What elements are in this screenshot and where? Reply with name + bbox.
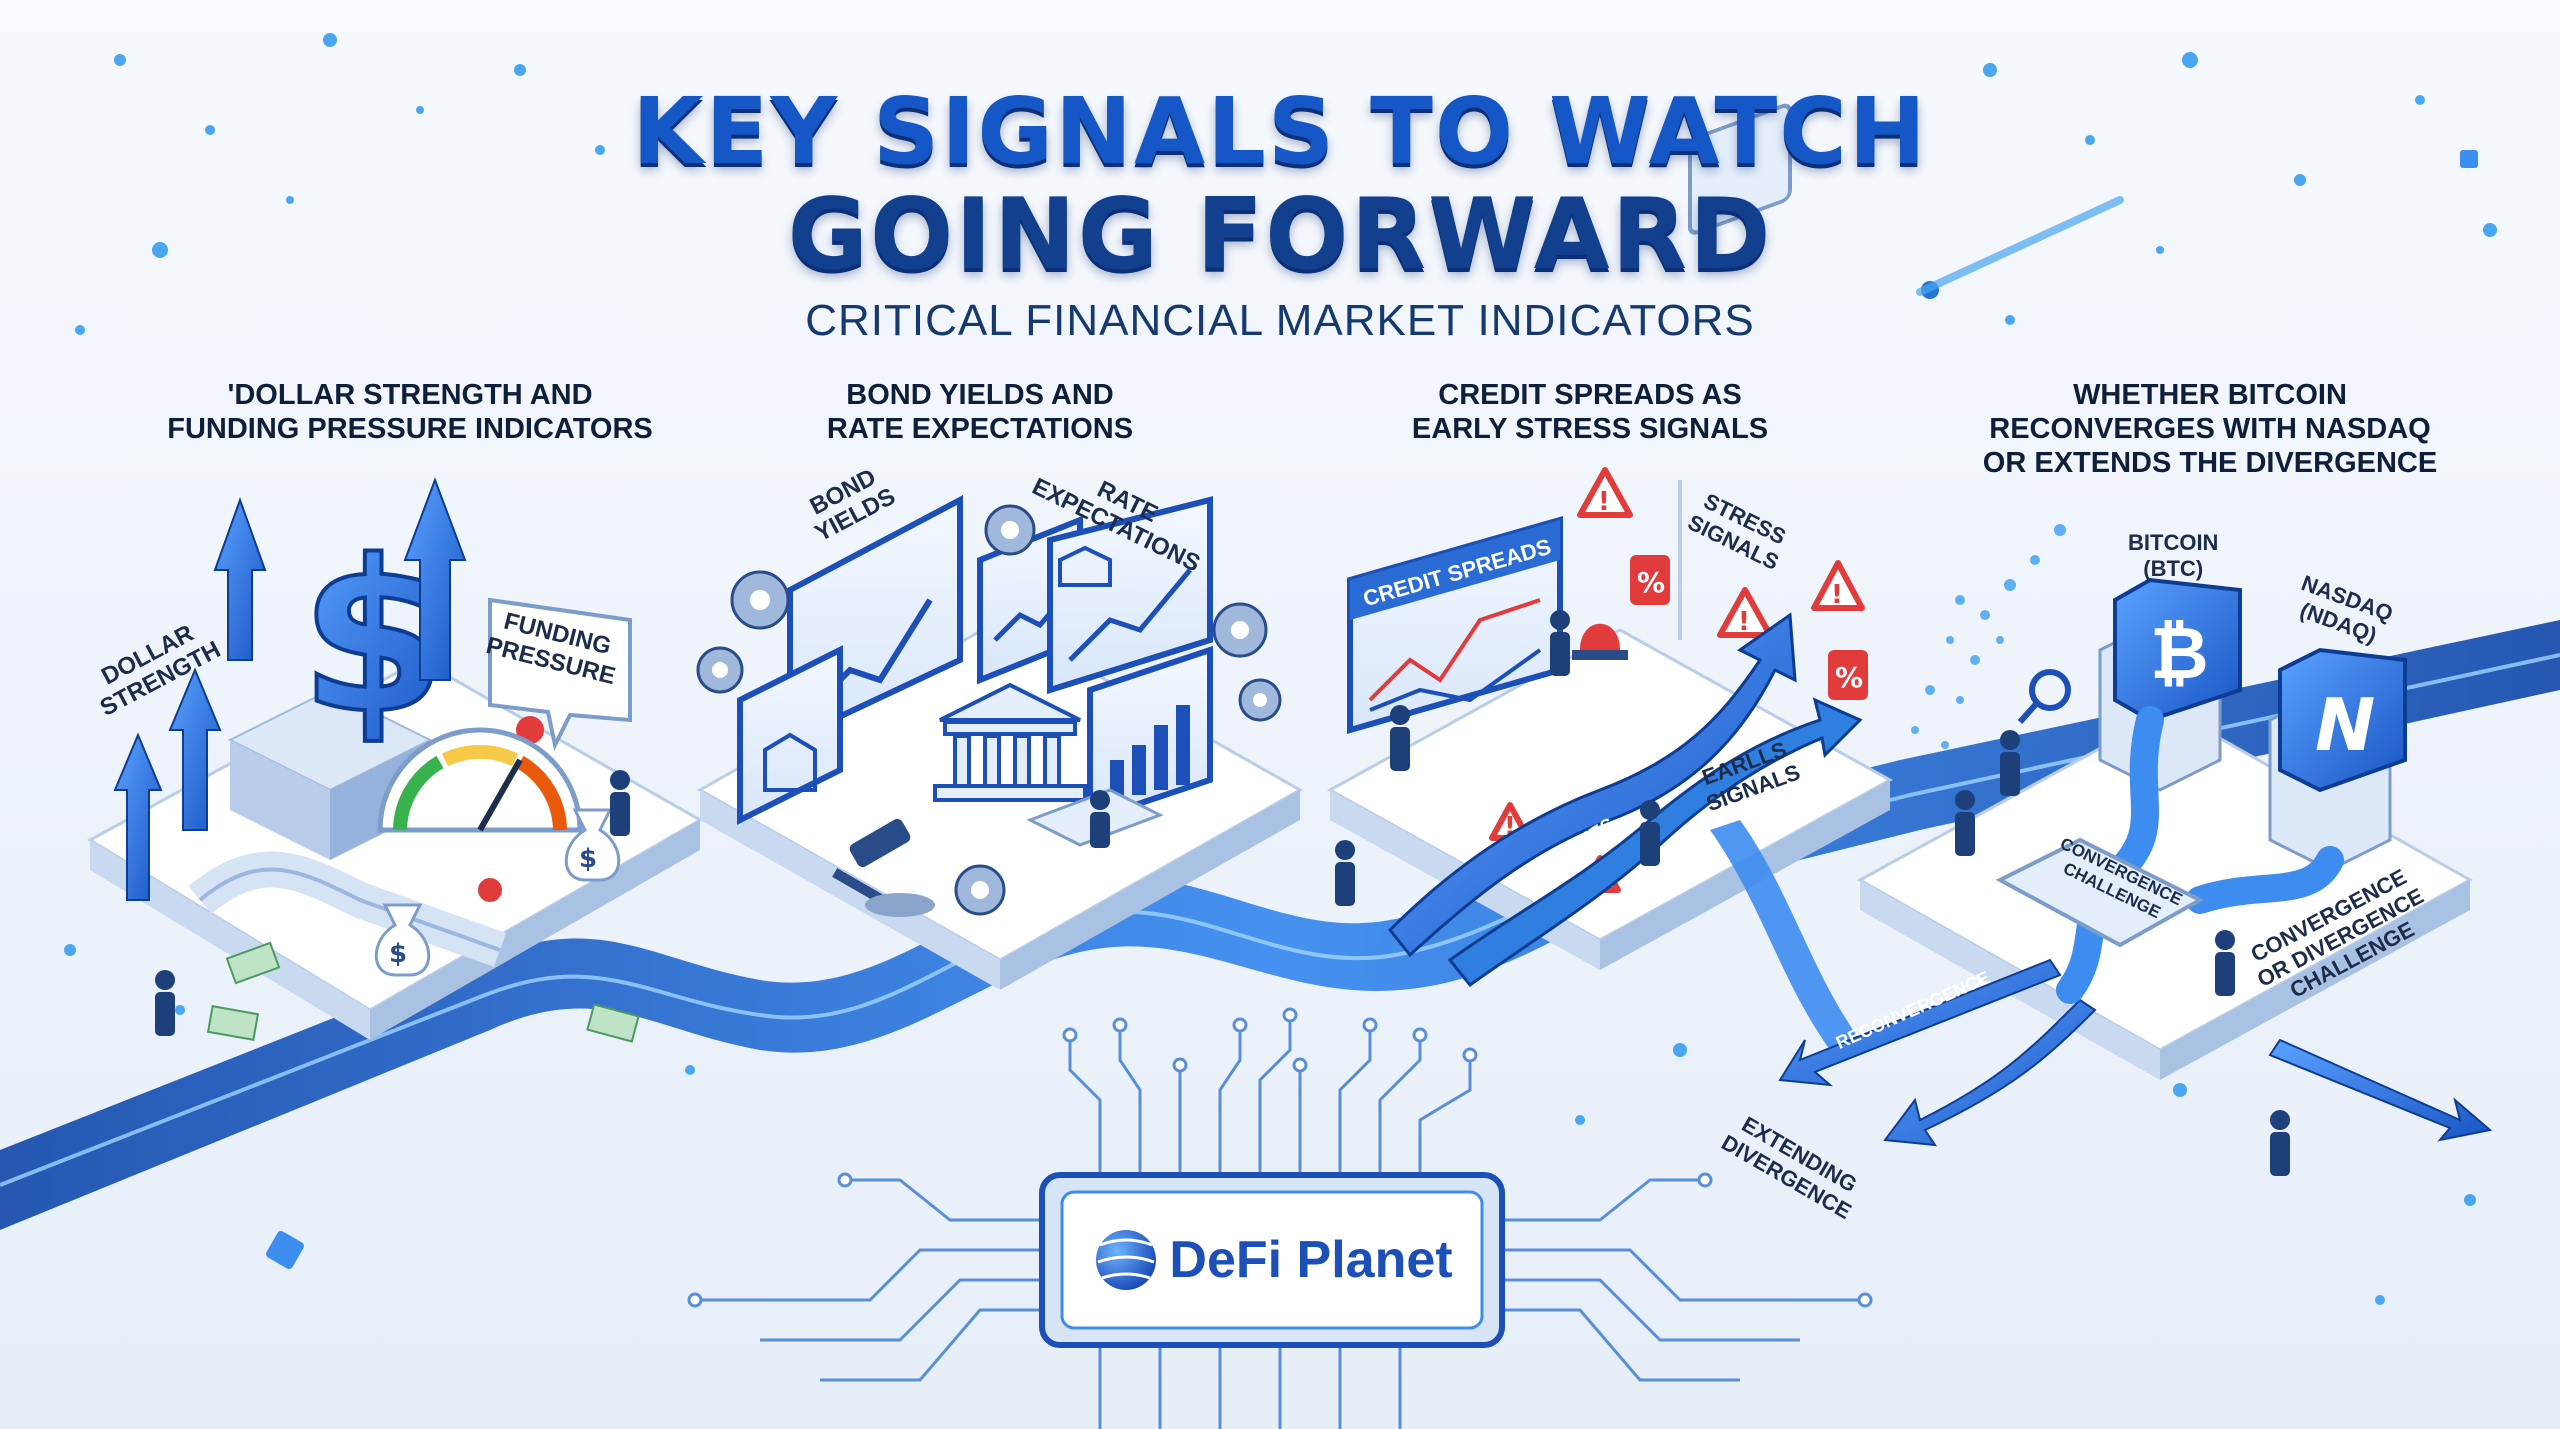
brand-logo: DeFi Planet (1052, 1185, 1492, 1335)
reconvergence-arrow (1778, 958, 2062, 1087)
bank-icon (1058, 545, 1112, 587)
particle-grid (1911, 524, 2066, 749)
svg-text:%: % (1637, 566, 1665, 599)
svg-text:$: $ (579, 844, 597, 874)
label-line: (BTC) (2143, 556, 2204, 581)
page-subtitle: CRITICAL FINANCIAL MARKET INDICATORS (805, 296, 1755, 345)
heading-line: 'DOLLAR STRENGTH AND (227, 379, 593, 411)
nasdaq-icon: N (2315, 683, 2375, 767)
globe-icon-spacer (1091, 1228, 1155, 1292)
corporate-bonds-arrow (1387, 612, 1797, 958)
svg-text:%: % (1835, 661, 1863, 694)
heading-line: OR EXTENDS THE DIVERGENCE (1982, 447, 2438, 479)
platform-bitcoin-nasdaq: ₿ N (1778, 577, 2493, 1176)
circuit-nodes (687, 1007, 1873, 1308)
chart-monitor (737, 495, 1213, 825)
percent-icon: % % (1630, 555, 1868, 700)
heading-line: RATE EXPECTATIONS (826, 413, 1134, 445)
section-heading-bond: BOND YIELDS AND RATE EXPECTATIONS (770, 378, 1190, 446)
section-heading-bitcoin: WHETHER BITCOIN RECONVERGES WITH NASDAQ … (1940, 378, 2480, 480)
section-heading-credit: CREDIT SPREADS AS EARLY STRESS SIGNALS (1380, 378, 1800, 446)
page-title-line-1: KEY SIGNALS TO WATCH (632, 78, 1928, 185)
alarm-icon (1572, 623, 1628, 660)
bank-icon (933, 682, 1087, 802)
early-signals-stream (1710, 820, 1860, 1050)
page-title-line-2: GOING FORWARD (787, 178, 1773, 292)
gauge-icon (377, 727, 583, 833)
banknote-icon (206, 941, 640, 1043)
magnifier-icon (2017, 669, 2071, 724)
label-bitcoin-btc: BITCOIN (BTC) (2128, 530, 2218, 582)
heading-line: FUNDING PRESSURE INDICATORS (167, 413, 653, 445)
globe-icon (1096, 1230, 1156, 1290)
person-figure (1955, 730, 2290, 1176)
heading-line: EARLY STRESS SIGNALS (1411, 413, 1769, 445)
section-heading-dollar: 'DOLLAR STRENGTH AND FUNDING PRESSURE IN… (130, 378, 690, 446)
svg-text:!: ! (1738, 607, 1750, 637)
platform-dollar-strength: $ $ $ (86, 477, 704, 1043)
cube-decor (265, 1230, 305, 1270)
svg-text:!: ! (1504, 812, 1516, 842)
heading-line: BOND YIELDS AND (846, 379, 1114, 411)
nasdaq-stream (2186, 846, 2344, 914)
person-figure (1335, 610, 1660, 906)
early-signals-sign (1688, 103, 1792, 235)
platform-bond-yields (696, 495, 1304, 990)
cube-decor (2460, 150, 2478, 168)
person-figure (155, 770, 630, 1036)
chip-icon (1039, 1172, 1505, 1348)
svg-text:!: ! (1831, 580, 1843, 610)
valve-icon (478, 878, 502, 902)
bank-icon (763, 732, 817, 792)
data-flow-stream (0, 620, 2560, 1230)
svg-text:!: ! (1598, 487, 1610, 517)
divergence-arrow (2268, 1038, 2493, 1142)
arrow-up-icon (113, 477, 467, 901)
extending-divergence-arrow (1883, 998, 2097, 1147)
funding-speech-bubble (488, 597, 632, 752)
svg-text:$: $ (389, 939, 407, 969)
streak-decor (1916, 196, 2124, 296)
heading-line: WHETHER BITCOIN (2073, 379, 2347, 411)
platform-credit-spreads: !!! !! % % (1326, 103, 1894, 1050)
pipe (198, 867, 501, 952)
circuit-traces (700, 1020, 1860, 1429)
bitcoin-icon: ₿ (2150, 611, 2209, 695)
heading-line: CREDIT SPREADS AS (1438, 379, 1742, 411)
brand-name: DeFi Planet (1169, 1231, 1453, 1289)
person-figure (1090, 790, 1110, 848)
gavel-icon (832, 818, 935, 917)
label-line: BITCOIN (2128, 530, 2219, 555)
convergence-challenge-sign (1995, 837, 2205, 948)
heading-line: RECONVERGES WITH NASDAQ (1989, 413, 2431, 445)
